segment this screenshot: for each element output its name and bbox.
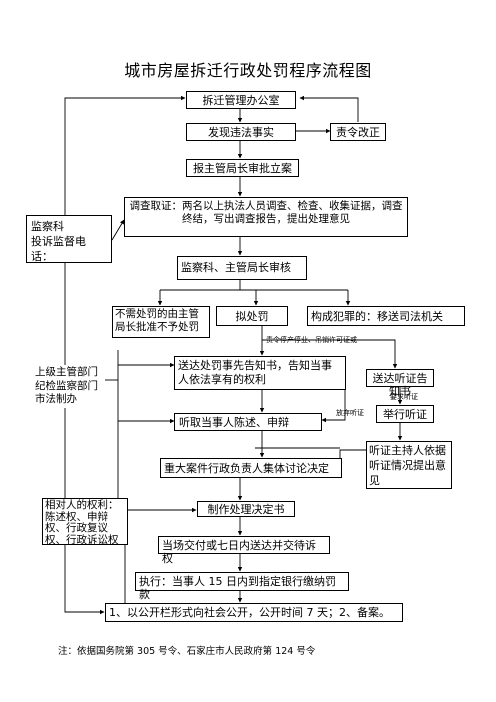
box-crime: 构成犯罪的：移送司法机关 bbox=[307, 306, 465, 326]
box-discover: 发现违法事实 bbox=[186, 123, 296, 141]
box-collective: 重大案件行政负责人集体讨论决定 bbox=[160, 458, 342, 478]
box-investigate: 调查取证：两名以上执法人员调查、检查、收集证据，调查终结，写出调查报告，提出处理… bbox=[124, 197, 408, 237]
box-supervision: 监察科 投诉监督电话： bbox=[26, 215, 112, 263]
box-listen: 听取当事人陈述、申辩 bbox=[174, 413, 322, 431]
box-rights: 相对人的权利：陈述权、申辩权、行政复议权、行政诉讼权 bbox=[42, 498, 128, 545]
box-execute: 执行：当事人 15 日内到指定银行缴纳罚款 bbox=[135, 572, 349, 601]
box-notify-hearing: 送达听证告知书 bbox=[366, 369, 434, 398]
box-publish: 1、以公开栏形式向社会公开，公开时间 7 天；2、备案。 bbox=[105, 603, 403, 622]
box-propose: 拟处罚 bbox=[216, 306, 288, 326]
box-hold-hearing: 举行听证 bbox=[376, 405, 434, 423]
label-waive-hearing: 放弃听证 bbox=[336, 409, 364, 417]
label-request-hearing: 要求听证 bbox=[390, 393, 418, 401]
box-decision: 制作处理决定书 bbox=[197, 501, 295, 517]
box-no-penalty: 不需处罚的由主管局长批准不予处罚 bbox=[112, 306, 210, 338]
box-review: 监察科、主管局长审核 bbox=[177, 256, 307, 280]
footnote: 注：依据国务院第 305 号令、石家庄市人民政府第 124 号令 bbox=[58, 646, 316, 657]
page-title: 城市房屋拆迁行政处罚程序流程图 bbox=[124, 61, 372, 80]
label-suspend: 责令停产停业、吊销许可证或 bbox=[266, 336, 357, 344]
box-superior: 上级主管部门 纪检监察部门 市法制办 bbox=[33, 365, 105, 408]
box-report: 报主管局长审批立案 bbox=[186, 159, 299, 177]
box-hearing-host: 听证主持人依据听证情况提出意见 bbox=[366, 441, 452, 489]
box-deliver: 当场交付或七日内送达并交待诉权 bbox=[158, 536, 330, 565]
box-order-fix: 责令改正 bbox=[330, 123, 386, 141]
box-notify-pre: 送达处罚事先告知书，告知当事人依法享有的权利 bbox=[174, 356, 346, 390]
box-office: 拆迁管理办公室 bbox=[186, 91, 296, 109]
